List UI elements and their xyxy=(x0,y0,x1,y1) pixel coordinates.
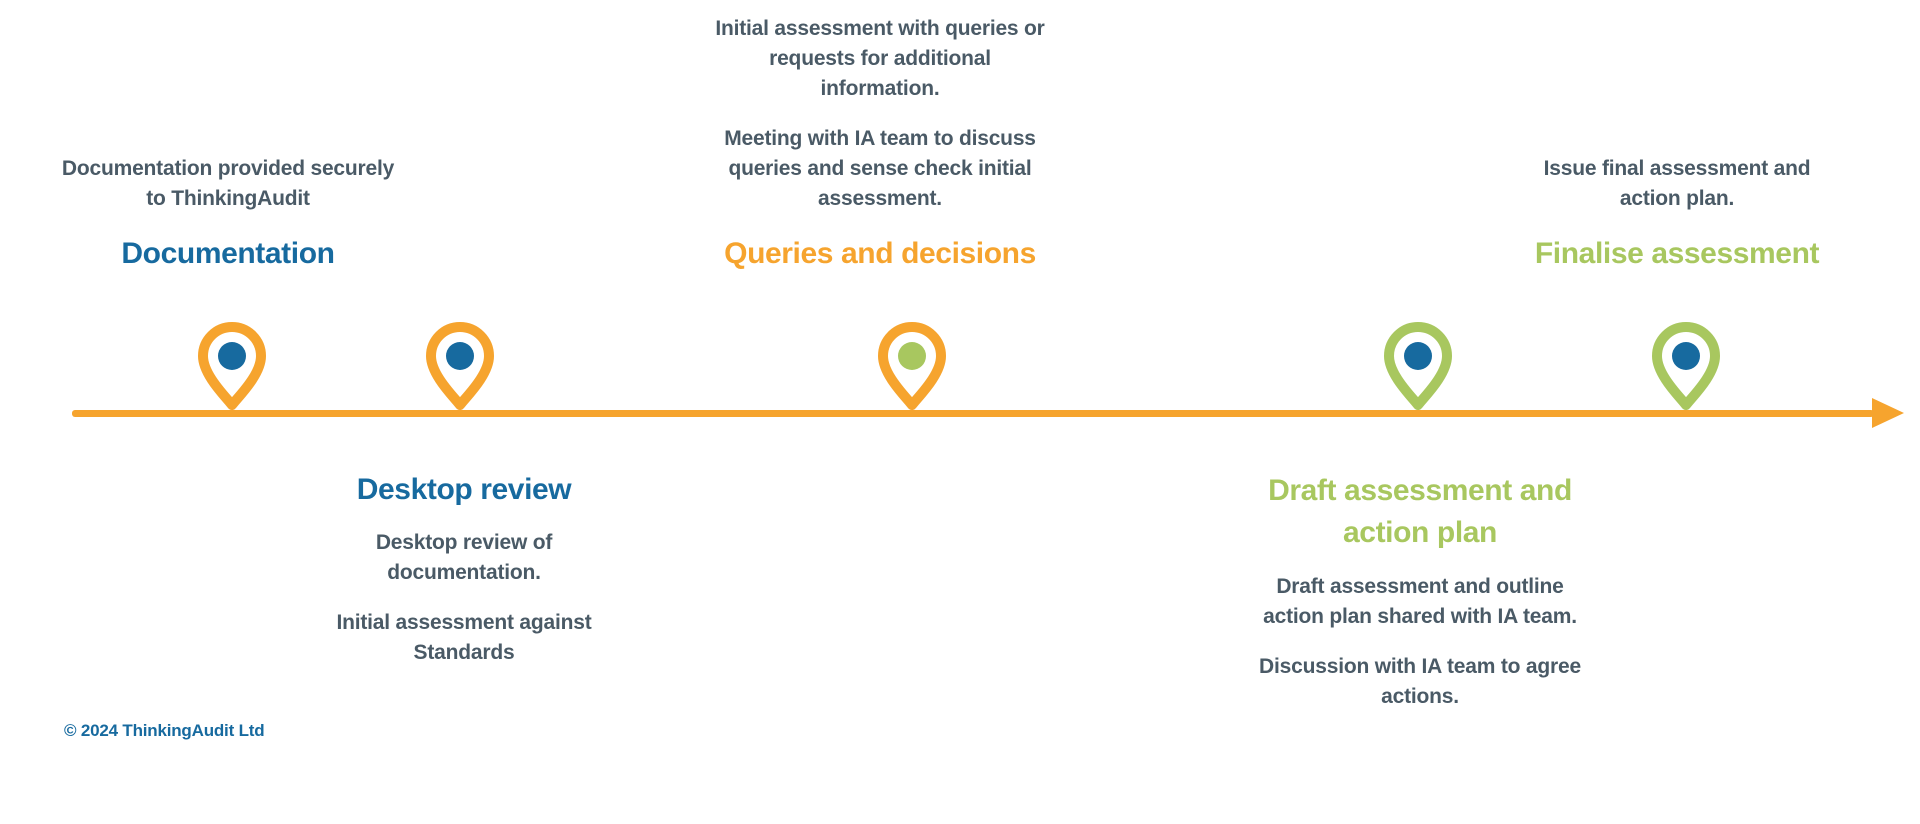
pin-outline xyxy=(198,322,266,410)
location-pin-icon xyxy=(1384,322,1452,410)
pin-outline xyxy=(878,322,946,410)
pin-dot xyxy=(446,342,474,370)
location-pin-icon xyxy=(426,322,494,410)
pin-outline xyxy=(1652,322,1720,410)
pin-outline xyxy=(1384,322,1452,410)
timeline-line xyxy=(72,410,1874,417)
location-pin-icon xyxy=(878,322,946,410)
location-pin-icon xyxy=(198,322,266,410)
section-heading: Documentation xyxy=(121,237,335,270)
section-heading: Desktop review xyxy=(356,473,572,506)
pin-outline xyxy=(426,322,494,410)
pin-dot xyxy=(898,342,926,370)
section-heading: Queries and decisions xyxy=(724,237,1036,270)
pin-dot xyxy=(1404,342,1432,370)
copyright-text: © 2024 ThinkingAudit Ltd xyxy=(64,721,265,740)
pin-dot xyxy=(218,342,246,370)
location-pin-icon xyxy=(1652,322,1720,410)
pin-dot xyxy=(1672,342,1700,370)
arrow-right-icon xyxy=(1872,398,1904,428)
section-heading: Finalise assessment xyxy=(1534,237,1820,270)
